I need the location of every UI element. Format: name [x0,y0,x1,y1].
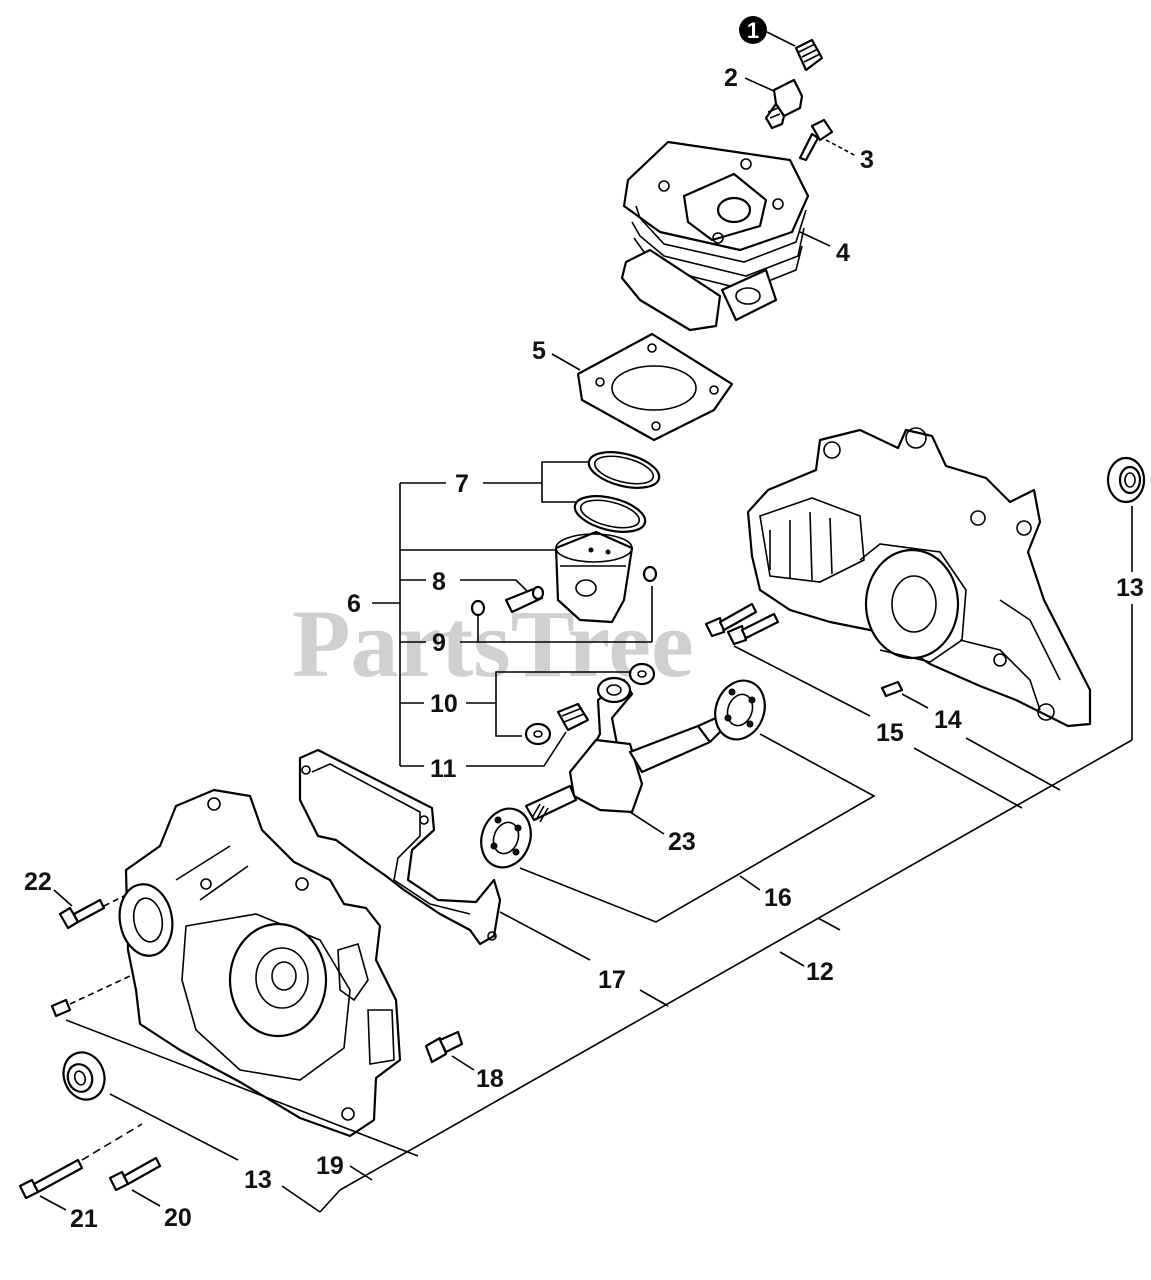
callout-20-label[interactable]: 20 [164,1204,192,1232]
part-7-piston-rings[interactable] [571,446,663,538]
callout-1-badge [739,16,767,44]
part-17-crankcase-gasket[interactable] [298,748,502,946]
part-8-piston-pin[interactable] [504,585,545,614]
callout-5-label[interactable]: 5 [532,337,546,365]
callout-6-label[interactable]: 6 [347,590,361,618]
part-2-decompression-valve[interactable] [764,78,804,130]
part-12-crankcase-right[interactable] [746,427,1092,728]
callout-7-label[interactable]: 7 [455,470,469,498]
part-3-screw[interactable] [798,118,834,162]
part-21-bolt[interactable] [18,1158,84,1200]
callout-9-label[interactable]: 9 [432,629,446,657]
callout-16-label[interactable]: 16 [764,884,792,912]
part-11-needle-bearing[interactable] [556,702,590,732]
callout-4-label[interactable]: 4 [836,239,850,267]
callout-21-label[interactable]: 21 [70,1205,98,1233]
part-6-piston[interactable] [554,530,634,624]
callout-8-label[interactable]: 8 [432,568,446,596]
part-5-cylinder-gasket[interactable] [576,332,734,442]
part-4-cylinder[interactable] [620,140,810,332]
part-13-seal-left[interactable] [57,1047,111,1106]
part-22-screw[interactable] [58,898,106,930]
callout-12-label[interactable]: 12 [806,958,834,986]
callout-17-label[interactable]: 17 [598,966,626,994]
callout-22-label[interactable]: 22 [24,868,52,896]
part-small-screw-left[interactable] [50,998,72,1018]
callout-10-label[interactable]: 10 [430,690,458,718]
callout-3-label[interactable]: 3 [860,146,874,174]
part-23-crankshaft[interactable] [524,676,724,823]
callout-13-right-label[interactable]: 13 [1116,574,1144,602]
part-1-plug[interactable] [794,38,824,72]
callout-18-label[interactable]: 18 [476,1065,504,1093]
part-14-dowel-pin[interactable] [880,680,904,698]
callout-15-label[interactable]: 15 [876,719,904,747]
callout-23-label[interactable]: 23 [668,828,696,856]
callout-11-label[interactable]: 11 [430,755,457,783]
callout-1-label[interactable]: 1 [747,18,759,43]
part-13-seal-right[interactable] [1106,456,1146,504]
watermark: PartsTree [292,590,694,697]
callout-14-label[interactable]: 14 [934,706,962,734]
part-20-bolt[interactable] [108,1156,162,1192]
callout-13-left-label[interactable]: 13 [244,1166,272,1194]
part-16-bearing-right[interactable] [707,674,773,747]
part-9-circlips[interactable] [470,565,658,617]
part-19-crankcase-left[interactable] [114,788,402,1138]
callout-19-label[interactable]: 19 [316,1152,344,1180]
part-15-studs[interactable] [704,602,780,646]
part-10-thrust-washers[interactable] [524,662,656,746]
callout-2-label[interactable]: 2 [724,64,738,92]
part-16-bearing-left[interactable] [473,802,539,875]
part-18-fitting[interactable] [424,1030,464,1064]
